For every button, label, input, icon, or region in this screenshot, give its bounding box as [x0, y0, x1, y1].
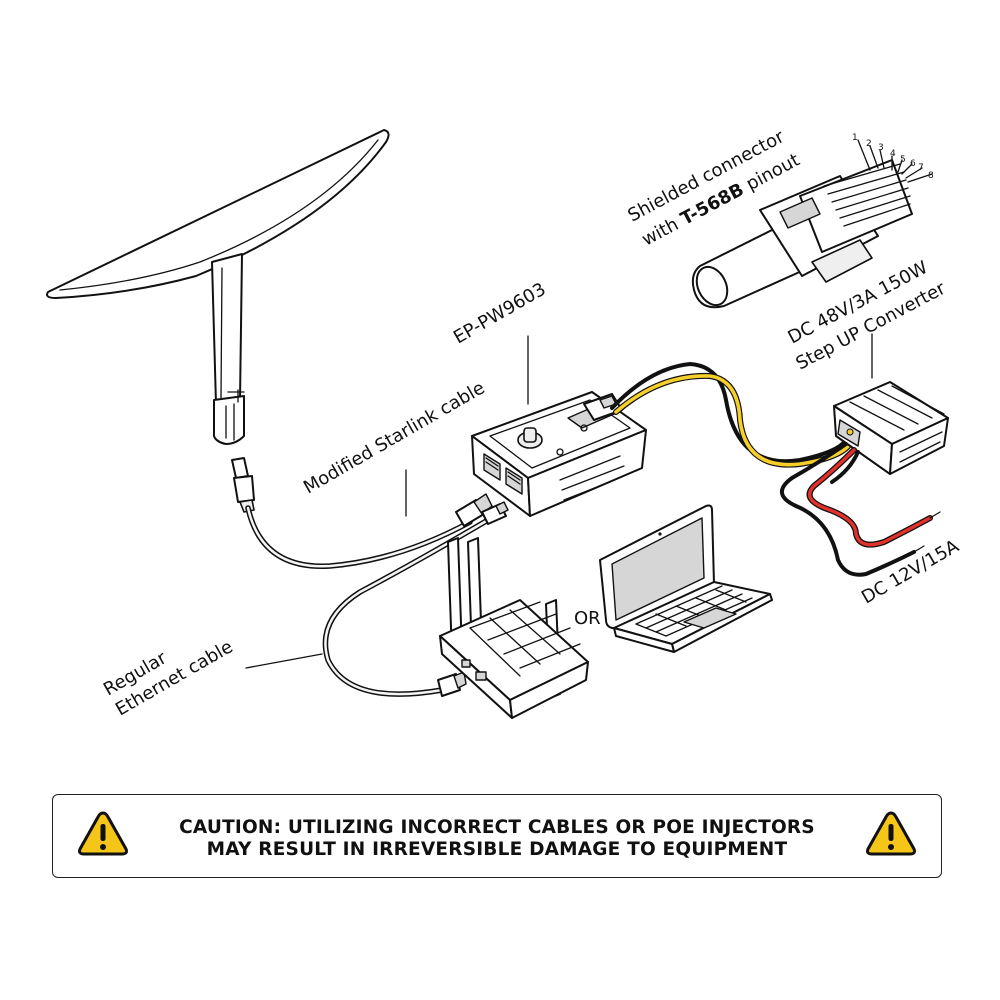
dc-input-wires [780, 442, 941, 577]
regular-ethernet-cable [322, 501, 509, 697]
router [439, 537, 589, 719]
leader-regular-ethernet [245, 653, 323, 669]
laptop [599, 504, 773, 653]
dc-output-wires [610, 361, 853, 468]
or-label: OR [574, 608, 601, 629]
caution-banner: CAUTION: UTILIZING INCORRECT CABLES OR P… [52, 794, 942, 878]
rj45-connector [691, 139, 933, 309]
caution-line-2: MAY RESULT IN IRREVERSIBLE DAMAGE TO EQU… [206, 839, 788, 860]
pin-1: 1 [852, 133, 858, 143]
pin-5: 5 [900, 155, 906, 165]
modified-starlink-cable-label: Modified Starlink cable [300, 377, 488, 498]
pin-3: 3 [878, 143, 884, 153]
pin-8: 8 [928, 171, 934, 181]
leader-lines [245, 333, 873, 669]
caution-line-1: CAUTION: UTILIZING INCORRECT CABLES OR P… [179, 817, 815, 838]
step-up-converter [833, 381, 949, 475]
pin-2: 2 [866, 139, 872, 149]
pin-numbers: 1 2 3 4 5 6 7 8 [852, 133, 934, 181]
modified-starlink-cable [231, 457, 493, 569]
pin-6: 6 [910, 159, 916, 169]
warning-triangle-icon [78, 811, 128, 856]
pin-4: 4 [890, 149, 896, 159]
caution-message: CAUTION: UTILIZING INCORRECT CABLES OR P… [163, 817, 831, 861]
warning-triangle-icon [866, 811, 916, 856]
starlink-dish [46, 129, 390, 445]
ep-pw9603-label: EP-PW9603 [450, 279, 550, 349]
pin-7: 7 [918, 163, 924, 173]
ep-pw9603-injector [471, 391, 647, 517]
